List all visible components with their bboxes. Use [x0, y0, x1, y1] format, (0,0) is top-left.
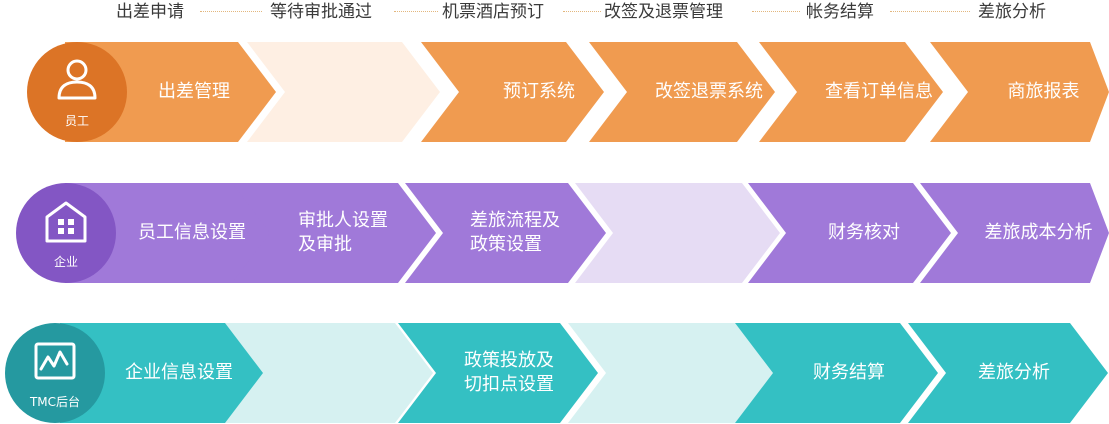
chevron-5: [759, 42, 943, 142]
chevron-6: [920, 183, 1109, 283]
cell-label: 查看订单信息: [825, 81, 933, 102]
role-label: 企业: [53, 254, 78, 269]
chevron-3: [421, 42, 604, 142]
stage-label-booking: 机票酒店预订: [442, 2, 544, 22]
chevron-6: [908, 323, 1108, 423]
chart-monitor-icon: [34, 342, 76, 379]
row-tmc: TMC后台 企业信息设置 政策投放及 切扣点设置 财务结算 差旅分析: [0, 323, 1109, 423]
row-employee: 员工 出差管理 预订系统 改签退票系统 查看订单信息 商旅报表: [0, 42, 1109, 142]
cell-label: 差旅成本分析: [984, 222, 1093, 243]
chevron-2: [232, 183, 436, 283]
dotted-connector: [752, 11, 800, 12]
cell-label: 差旅流程及 政策设置: [470, 210, 560, 255]
row-chevrons: [60, 323, 1108, 423]
cell-label: 改签退票系统: [655, 81, 763, 102]
role-label: 员工: [64, 113, 89, 128]
dotted-connector: [200, 11, 262, 12]
cell-label: 企业信息设置: [125, 362, 233, 383]
stage-label-apply: 出差申请: [116, 2, 184, 22]
dotted-connector: [394, 11, 438, 12]
role-label: TMC后台: [29, 394, 81, 409]
row-chevrons: [65, 183, 1109, 283]
cell-label: 预订系统: [503, 81, 575, 102]
cell-label: 差旅分析: [978, 362, 1050, 383]
chevron-2: [225, 323, 433, 423]
cell-label: 商旅报表: [1007, 81, 1080, 102]
cell-label: 财务结算: [813, 362, 885, 383]
stage-label-settlement: 帐务结算: [806, 2, 874, 22]
chevron-4: [575, 183, 780, 283]
stage-label-approval: 等待审批通过: [270, 2, 372, 22]
cell-label: 出差管理: [158, 81, 230, 102]
chevron-4: [589, 42, 775, 142]
stage-header: 出差申请 等待审批通过 机票酒店预订 改签及退票管理 帐务结算 差旅分析: [0, 0, 1109, 26]
row-enterprise: 企业 员工信息设置 审批人设置 及审批 差旅流程及 政策设置 财务核对 差旅成本…: [0, 183, 1109, 283]
chevron-1: [65, 183, 276, 283]
chevron-5: [735, 323, 938, 423]
chevron-3: [398, 323, 598, 423]
dotted-connector: [563, 11, 601, 12]
chevron-6: [930, 42, 1109, 142]
cell-label: 财务核对: [828, 222, 900, 243]
chevron-3: [405, 183, 606, 283]
chevron-1: [60, 323, 265, 423]
person-icon: [57, 59, 97, 99]
role-badge-enterprise: 企业: [16, 183, 116, 283]
role-badge-tmc: TMC后台: [5, 323, 105, 423]
cell-label: 审批人设置 及审批: [298, 210, 388, 255]
stage-label-analysis: 差旅分析: [978, 2, 1046, 22]
chevron-5: [748, 183, 951, 283]
dotted-connector: [890, 11, 970, 12]
role-badge-employee: 员工: [27, 42, 127, 142]
chevron-2: [247, 42, 440, 142]
chevron-4: [568, 323, 773, 423]
cell-label: 员工信息设置: [138, 222, 246, 243]
building-icon: [45, 201, 87, 242]
stage-label-change-refund: 改签及退票管理: [604, 2, 723, 22]
cell-label: 政策投放及 切扣点设置: [464, 350, 554, 395]
